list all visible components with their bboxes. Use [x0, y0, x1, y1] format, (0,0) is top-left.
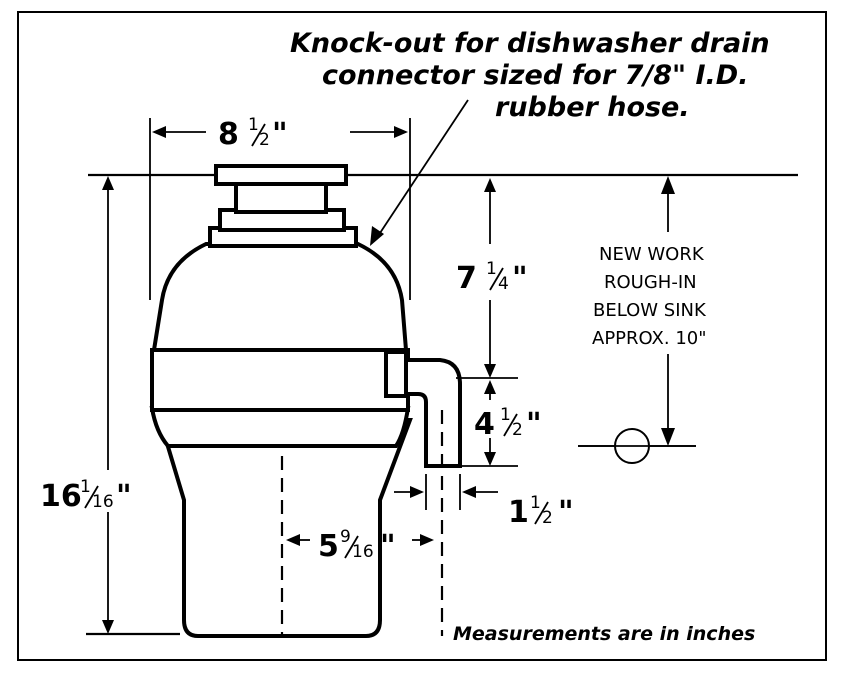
- disposer-unit: [149, 164, 462, 638]
- knockout-leader-line: [377, 99, 469, 237]
- outlet-height-unit: ": [526, 407, 542, 442]
- total-height-value: 16: [40, 479, 82, 514]
- outlet-offset-value: 5: [318, 529, 339, 564]
- width-dimension: 8 1 2 ": [149, 115, 411, 300]
- rough-in-line-2: ROUGH-IN: [604, 272, 697, 293]
- outlet-offset-unit: ": [380, 529, 396, 564]
- rough-in-line-3: BELOW SINK: [593, 300, 707, 321]
- discharge-elbow: [404, 358, 462, 468]
- callout-line-3: rubber hose.: [495, 92, 690, 123]
- outlet-offset-num: 9: [340, 527, 351, 547]
- upper-height-dimension: 7 1 4 ": [456, 178, 528, 379]
- outlet-diameter-unit: ": [558, 495, 574, 530]
- diagram-border: [17, 11, 827, 661]
- outlet-offset-dimension: 5 9 16 ": [286, 527, 434, 564]
- outlet-diameter-dimension: 1 1 2 ": [394, 474, 574, 530]
- outlet-height-num: 1: [500, 405, 511, 425]
- lower-band: [149, 406, 411, 448]
- total-height-den: 16: [92, 492, 114, 512]
- outlet-diameter-num: 1: [530, 493, 541, 513]
- outlet-height-value: 4: [474, 407, 495, 442]
- grinding-chamber: [157, 418, 413, 638]
- sink-flange: [214, 164, 348, 186]
- knockout-arrowhead: [370, 226, 384, 246]
- upper-height-num: 1: [486, 259, 497, 279]
- rough-in-dimension: [578, 176, 696, 464]
- upper-height-value: 7: [456, 261, 477, 296]
- outlet-height-den: 2: [512, 420, 523, 440]
- width-value: 8: [218, 117, 239, 152]
- outlet-offset-den: 16: [352, 542, 374, 562]
- width-den: 2: [259, 130, 270, 150]
- total-height-dimension: 16 1 16 ": [40, 176, 180, 636]
- outlet-diameter-den: 2: [542, 508, 553, 528]
- callout-line-1: Knock-out for dishwasher drain: [290, 28, 770, 59]
- total-height-num: 1: [80, 477, 91, 497]
- rough-in-line-1: NEW WORK: [599, 244, 705, 265]
- width-num: 1: [248, 115, 259, 135]
- discharge-port: [384, 350, 408, 398]
- outlet-diameter-value: 1: [508, 495, 529, 530]
- callout-line-2: connector sized for 7/8" I.D.: [322, 60, 748, 91]
- upper-height-den: 4: [498, 274, 509, 294]
- rough-in-line-4: APPROX. 10": [592, 328, 707, 349]
- total-height-unit: ": [116, 479, 132, 514]
- motor-housing: [151, 242, 409, 352]
- measurements-note: Measurements are in inches: [453, 623, 755, 645]
- outlet-height-dimension: 4 1 2 ": [460, 380, 542, 467]
- middle-band: [150, 348, 410, 412]
- upper-height-unit: ": [512, 261, 528, 296]
- width-unit: ": [272, 117, 288, 152]
